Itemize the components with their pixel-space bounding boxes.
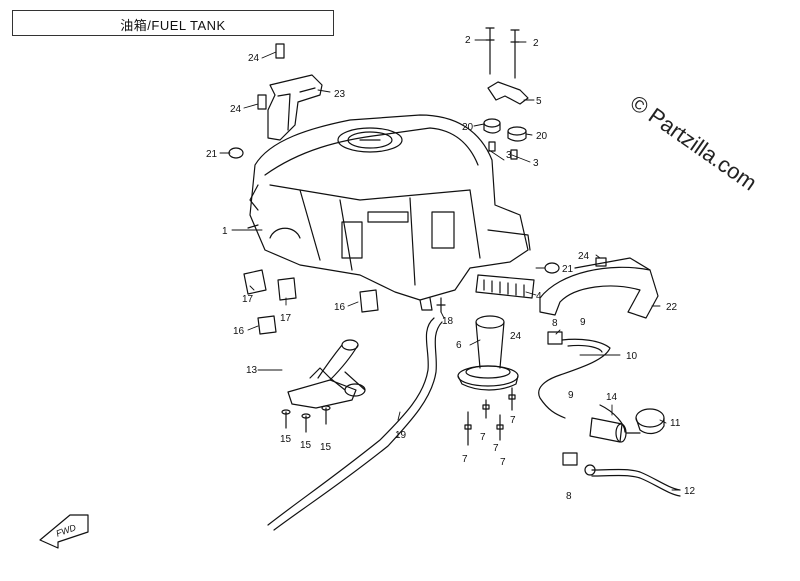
cover-4 — [475, 274, 535, 299]
callout-16: 16 — [334, 302, 346, 313]
bracket-13 — [287, 339, 366, 409]
diagram-title: 油箱/FUEL TANK — [120, 18, 226, 33]
fuel-hoses — [538, 338, 681, 497]
callout-21: 21 — [562, 264, 574, 275]
callout-20: 20 — [536, 131, 548, 142]
callout-19: 19 — [395, 430, 407, 441]
collars-3 — [488, 141, 518, 160]
callout-16: 16 — [233, 326, 245, 337]
callout-4: 4 — [536, 291, 542, 302]
bracket-5 — [487, 81, 529, 105]
fwd-arrow — [39, 514, 89, 549]
rubbers-20 — [483, 118, 527, 142]
callout-15: 15 — [320, 442, 332, 453]
callout-3: 3 — [506, 150, 512, 161]
fuel-pump-6 — [457, 315, 519, 391]
part-18 — [436, 297, 446, 313]
callout-20: 20 — [462, 122, 474, 133]
callout-15: 15 — [280, 434, 292, 445]
callout-14: 14 — [606, 392, 618, 403]
callout-7: 7 — [510, 415, 516, 426]
callout-10: 10 — [626, 351, 638, 362]
callout-labels: 1 2 2 3 3 4 5 6 7 7 7 7 7 8 8 9 9 10 11 … — [55, 35, 696, 539]
breather-hose-19 — [267, 317, 443, 531]
callout-21: 21 — [206, 149, 218, 160]
clamp-11 — [635, 408, 665, 435]
callout-24: 24 — [248, 53, 260, 64]
callout-23: 23 — [334, 89, 346, 100]
callout-7: 7 — [480, 432, 486, 443]
front-mounts — [243, 269, 379, 335]
screws-7 — [464, 387, 516, 446]
fuel-tank-shell — [247, 114, 531, 311]
callout-9: 9 — [580, 317, 586, 328]
callout-8: 8 — [552, 318, 558, 329]
callout-24: 24 — [230, 104, 242, 115]
callout-8: 8 — [566, 491, 572, 502]
fuel-filter-14 — [589, 417, 641, 443]
bracket-22 — [539, 257, 659, 319]
callout-15: 15 — [300, 440, 312, 451]
callout-6: 6 — [456, 340, 462, 351]
bolts-2 — [485, 27, 520, 79]
title-box: 油箱/FUEL TANK — [12, 10, 334, 36]
callout-2: 2 — [465, 35, 471, 46]
callout-12: 12 — [684, 486, 696, 497]
callout-7: 7 — [500, 457, 506, 468]
leader-lines — [219, 39, 681, 491]
callout-18: 18 — [442, 316, 454, 327]
callout-17: 17 — [242, 294, 254, 305]
bracket-23 — [257, 43, 323, 141]
callout-11: 11 — [670, 418, 681, 429]
screws-15 — [281, 405, 331, 433]
callout-22: 22 — [666, 302, 678, 313]
callout-24: 24 — [510, 331, 522, 342]
callout-5: 5 — [536, 96, 542, 107]
callout-13: 13 — [246, 365, 258, 376]
callout-2: 2 — [533, 38, 539, 49]
callout-24: 24 — [578, 251, 590, 262]
callout-3: 3 — [533, 158, 539, 169]
connectors-8 — [547, 331, 596, 476]
callout-7: 7 — [493, 443, 499, 454]
callout-17: 17 — [280, 313, 292, 324]
callout-1: 1 — [222, 226, 228, 237]
callout-7: 7 — [462, 454, 468, 465]
callout-9: 9 — [568, 390, 574, 401]
